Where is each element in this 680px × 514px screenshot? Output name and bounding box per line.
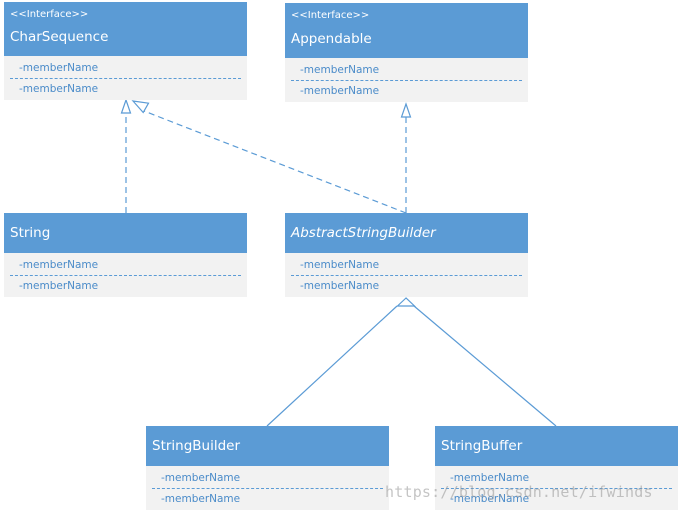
class-name: AbstractStringBuilder bbox=[291, 225, 436, 241]
class-name: String bbox=[10, 225, 51, 241]
class-stereotype: <<Interface>> bbox=[10, 9, 89, 20]
class-appendable[interactable]: <<Interface>> Appendable -memberName -me… bbox=[285, 3, 528, 102]
watermark-url: https://blog.csdn.net/ifwinds bbox=[385, 483, 653, 501]
member-divider bbox=[291, 80, 522, 81]
class-stringbuffer[interactable]: StringBuffer -memberName -memberName bbox=[435, 426, 678, 510]
generalization-stringbuilder-to-abstractstringbuilder bbox=[266, 305, 398, 427]
class-member: -memberName bbox=[300, 259, 380, 271]
member-divider bbox=[10, 78, 241, 79]
class-header: <<Interface>> CharSequence bbox=[4, 2, 247, 56]
class-header: <<Interface>> Appendable bbox=[285, 3, 528, 58]
class-member: -memberName bbox=[450, 493, 530, 505]
class-member: -memberName bbox=[161, 493, 241, 505]
realization-arrowhead-appendable bbox=[400, 102, 412, 118]
class-abstractstringbuilder[interactable]: AbstractStringBuilder -memberName -membe… bbox=[285, 213, 528, 297]
class-members: -memberName -memberName bbox=[4, 56, 247, 98]
class-members: -memberName -memberName bbox=[285, 58, 528, 100]
class-name: StringBuffer bbox=[441, 438, 523, 454]
realization-arrowhead-charsequence-1 bbox=[120, 98, 132, 114]
class-member: -memberName bbox=[300, 85, 380, 97]
class-members: -memberName -memberName bbox=[285, 253, 528, 295]
member-divider bbox=[441, 488, 672, 489]
class-member: -memberName bbox=[161, 472, 241, 484]
class-header: AbstractStringBuilder bbox=[285, 213, 528, 253]
class-members: -memberName -memberName bbox=[146, 466, 389, 508]
class-members: -memberName -memberName bbox=[435, 466, 678, 508]
class-header: StringBuffer bbox=[435, 426, 678, 466]
member-divider bbox=[291, 275, 522, 276]
class-member: -memberName bbox=[300, 64, 380, 76]
class-name: Appendable bbox=[291, 31, 372, 47]
class-member: -memberName bbox=[450, 472, 530, 484]
member-divider bbox=[10, 275, 241, 276]
generalization-arrowhead-abstractstringbuilder bbox=[395, 297, 417, 307]
realization-abstractstringbuilder-to-charsequence bbox=[143, 110, 407, 214]
class-header: StringBuilder bbox=[146, 426, 389, 466]
realization-arrowhead-charsequence-2 bbox=[131, 100, 150, 114]
class-member: -memberName bbox=[19, 259, 99, 271]
class-stringbuilder[interactable]: StringBuilder -memberName -memberName bbox=[146, 426, 389, 510]
generalization-stringbuffer-to-abstractstringbuilder bbox=[413, 305, 557, 427]
class-stereotype: <<Interface>> bbox=[291, 10, 370, 21]
class-charsequence[interactable]: <<Interface>> CharSequence -memberName -… bbox=[4, 2, 247, 100]
member-divider bbox=[152, 488, 383, 489]
class-member: -memberName bbox=[19, 280, 99, 292]
class-name: CharSequence bbox=[10, 29, 109, 45]
class-header: String bbox=[4, 213, 247, 253]
class-member: -memberName bbox=[19, 83, 99, 95]
class-string[interactable]: String -memberName -memberName bbox=[4, 213, 247, 297]
class-members: -memberName -memberName bbox=[4, 253, 247, 295]
class-member: -memberName bbox=[19, 62, 99, 74]
class-name: StringBuilder bbox=[152, 438, 241, 454]
class-member: -memberName bbox=[300, 280, 380, 292]
